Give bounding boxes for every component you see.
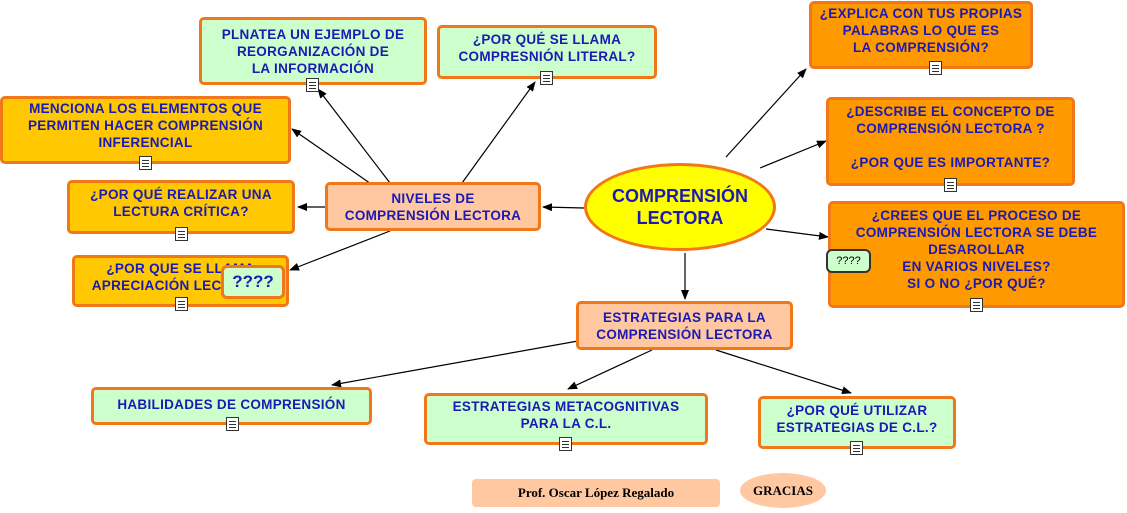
link-niveles-inferencial — [291, 128, 375, 187]
node-critica[interactable]: ¿POR QUÉ REALIZAR UNA LECTURA CRÍTICA? — [67, 180, 295, 234]
node-inferencial[interactable]: MENCIONA LOS ELEMENTOS QUE PERMITEN HACE… — [0, 96, 291, 164]
note-icon[interactable] — [175, 227, 188, 241]
note-icon[interactable] — [850, 441, 863, 455]
link-center-describe — [759, 140, 827, 169]
link-estrategias-utilizar — [715, 349, 852, 395]
link-center-explica — [725, 68, 807, 158]
node-explica[interactable]: ¿EXPLICA CON TUS PROPIAS PALABRAS LO QUE… — [809, 1, 1033, 69]
node-reorganizacion[interactable]: PLNATEA UN EJEMPLO DE REORGANIZACIÓN DE … — [199, 17, 427, 85]
callout-bubble-large[interactable]: ???? — [221, 265, 285, 299]
link-niveles-apreciacion — [289, 230, 391, 271]
node-utilizar[interactable]: ¿POR QUÉ UTILIZAR ESTRATEGIAS DE C.L.? — [758, 396, 956, 449]
link-estrategias-habilidades — [331, 340, 579, 388]
node-describe[interactable]: ¿DESCRIBE EL CONCEPTO DE COMPRENSIÓN LEC… — [826, 97, 1075, 186]
note-icon[interactable] — [970, 298, 983, 312]
link-estrategias-metacognitivas — [567, 349, 653, 390]
thanks-button[interactable]: GRACIAS — [740, 473, 826, 508]
node-niveles[interactable]: NIVELES DE COMPRENSIÓN LECTORA — [325, 182, 541, 231]
note-icon[interactable] — [944, 178, 957, 192]
note-icon[interactable] — [139, 156, 152, 170]
callout-bubble-small[interactable]: ???? — [826, 249, 871, 273]
note-icon[interactable] — [540, 71, 553, 85]
link-niveles-reorganizacion — [317, 88, 391, 184]
author-label: Prof. Oscar López Regalado — [472, 479, 720, 507]
link-center-crees — [765, 228, 829, 240]
note-icon[interactable] — [175, 297, 188, 311]
note-icon[interactable] — [306, 78, 319, 92]
node-literal[interactable]: ¿POR QUÉ SE LLAMA COMPRESNIÓN LITERAL? — [437, 25, 657, 79]
central-node-comprension-lectora[interactable]: COMPRENSIÓN LECTORA — [584, 163, 776, 251]
note-icon[interactable] — [929, 61, 942, 75]
note-icon[interactable] — [559, 437, 572, 451]
node-estrategias[interactable]: ESTRATEGIAS PARA LA COMPRENSIÓN LECTORA — [576, 301, 793, 350]
node-crees[interactable]: ¿CREES QUE EL PROCESO DE COMPRENSIÓN LEC… — [828, 201, 1125, 308]
note-icon[interactable] — [226, 417, 239, 431]
link-niveles-literal — [461, 81, 536, 184]
link-center-niveles — [542, 203, 585, 212]
node-metacognitivas[interactable]: ESTRATEGIAS METACOGNITIVAS PARA LA C.L. — [424, 393, 708, 445]
